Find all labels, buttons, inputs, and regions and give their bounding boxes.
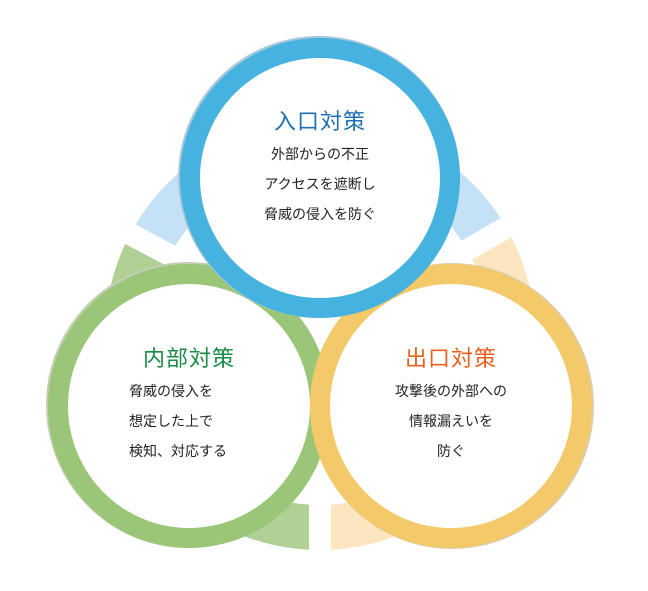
exit-line-3: 防ぐ — [437, 444, 465, 460]
entrance-line-1: 外部からの不正 — [271, 147, 369, 163]
internal-title: 内部対策 — [142, 347, 235, 372]
internal-line-3: 検知、対応する — [129, 444, 227, 460]
entrance-title: 入口対策 — [273, 110, 366, 135]
exit-line-1: 攻撃後の外部への — [395, 384, 507, 400]
exit-line-2: 情報漏えいを — [409, 414, 493, 430]
entrance-measures-circle: 入口対策 外部からの不正 アクセスを遮断し 脅威の侵入を防ぐ — [180, 38, 460, 318]
entrance-line-3: 脅威の侵入を防ぐ — [264, 207, 376, 223]
internal-line-1: 脅威の侵入を — [129, 384, 213, 400]
internal-line-2: 想定した上で — [129, 414, 213, 430]
exit-title: 出口対策 — [404, 347, 497, 372]
entrance-line-2: アクセスを遮断し — [264, 177, 376, 193]
